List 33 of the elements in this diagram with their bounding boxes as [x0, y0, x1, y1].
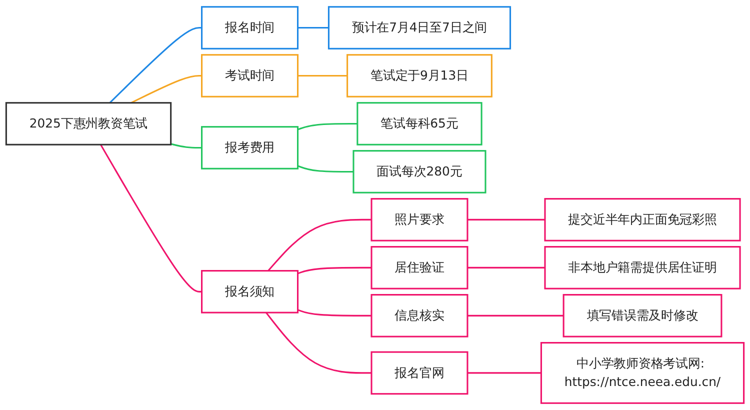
- node-box: 面试每次280元: [352, 150, 486, 194]
- node-box: 居住验证: [370, 246, 468, 290]
- connector: [467, 218, 545, 220]
- connector: [265, 312, 372, 374]
- connector: [100, 144, 202, 292]
- connector: [297, 122, 358, 130]
- node-box: 2025下惠州教资笔试: [5, 102, 172, 146]
- connector: [109, 26, 202, 104]
- connector: [170, 143, 202, 148]
- node-box: 照片要求: [370, 198, 468, 242]
- connector: [467, 266, 545, 268]
- node-box: 提交近半年内正面免冠彩照: [544, 198, 741, 242]
- node-box: 报名时间: [201, 6, 299, 50]
- node-box: 笔试每科65元: [356, 102, 482, 146]
- connector: [297, 309, 372, 316]
- node-box: 中小学教师资格考试网: https://ntce.neea.edu.cn/: [540, 342, 745, 404]
- node-box: 非本地户籍需提供居住证明: [544, 246, 741, 290]
- connector: [467, 372, 542, 374]
- node-box: 报名须知: [201, 270, 299, 314]
- node-box: 填写错误需及时修改: [562, 294, 722, 338]
- node-box: 笔试定于9月13日: [346, 54, 492, 98]
- node-box: 报考费用: [201, 126, 299, 170]
- node-box: 信息核实: [370, 294, 468, 338]
- connector: [298, 74, 348, 77]
- node-box: 考试时间: [201, 54, 299, 98]
- connector: [130, 74, 202, 104]
- connector: [297, 165, 354, 172]
- node-box: 报名官网: [370, 351, 468, 395]
- connector: [297, 266, 372, 274]
- connector: [268, 218, 372, 272]
- connector: [298, 26, 329, 29]
- node-box: 预计在7月4日至7日之间: [328, 6, 512, 50]
- connector: [467, 314, 564, 316]
